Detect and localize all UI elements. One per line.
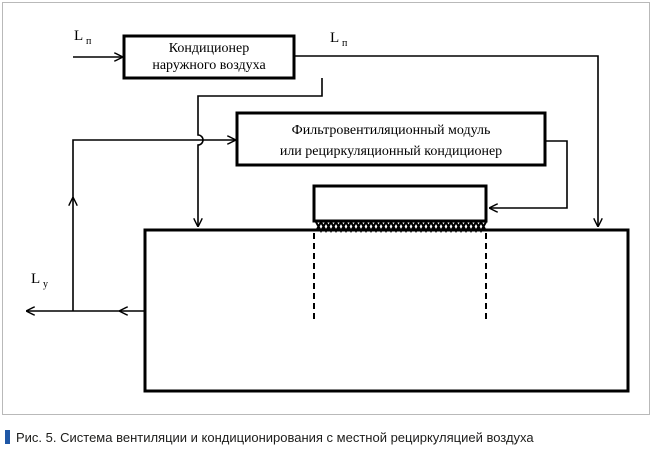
recirculation-supply-arrow — [490, 140, 568, 208]
caption-marker — [5, 430, 10, 444]
outdoor-conditioner-label-line-1: Кондиционер — [169, 41, 249, 56]
fan-filter-module-label-line-1: Фильтровентиляционный модуль — [292, 123, 491, 138]
outdoor-conditioner-label-line-2: наружного воздуха — [152, 58, 266, 73]
supply-outlet-label-sub: п — [342, 38, 348, 49]
ventilation-diagram: Кондиционер наружного воздуха Фильтровен… — [0, 28, 630, 393]
supply-inlet-label-main: L — [74, 28, 83, 44]
filter-hatching-cross — [315, 219, 487, 234]
room-box — [143, 228, 630, 393]
supply-air-right-arrow — [294, 55, 598, 226]
supply-inlet-label-sub: п — [86, 36, 92, 47]
caption-text: Рис. 5. Система вентиляции и кондиционир… — [16, 429, 534, 445]
figure-caption: Рис. 5. Система вентиляции и кондиционир… — [5, 428, 534, 446]
fan-filter-module-box: Фильтровентиляционный модуль или рецирку… — [235, 111, 547, 167]
recirculation-return-arrow — [72, 140, 235, 198]
exhaust-label: L у — [31, 271, 48, 290]
supply-air-left-arrow — [198, 78, 323, 226]
exhaust-label-sub: у — [43, 279, 48, 290]
exhaust-label-main: L — [31, 271, 40, 287]
outdoor-air-conditioner-box: Кондиционер наружного воздуха — [122, 34, 296, 80]
supply-inlet-label: L п — [74, 28, 92, 47]
supply-outlet-label-main: L — [330, 30, 339, 46]
supply-outlet-label: L п — [330, 30, 348, 49]
fan-filter-module-label-line-2: или рециркуляционный кондиционер — [280, 144, 502, 159]
local-recirculation-unit — [312, 184, 488, 320]
